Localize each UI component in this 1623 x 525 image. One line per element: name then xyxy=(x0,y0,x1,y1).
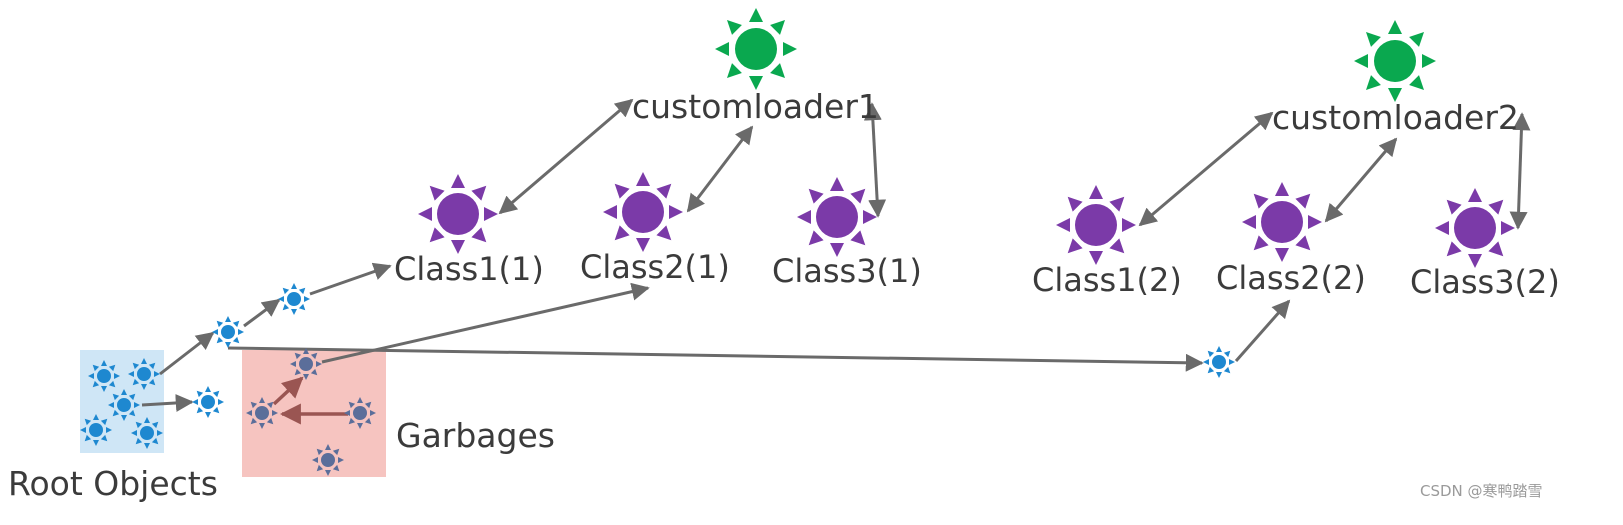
loader1-node xyxy=(715,8,797,90)
edge-root-to-obj-side xyxy=(141,393,194,412)
edge-garbage-to-class2-1 xyxy=(321,282,650,364)
edge-root-to-obj-a xyxy=(159,331,215,376)
customloader2-label: customloader2 xyxy=(1272,98,1519,137)
customloader1-label: customloader1 xyxy=(632,87,879,126)
edge-loader1-class3 xyxy=(863,102,887,218)
class3-2-label: Class3(2) xyxy=(1410,263,1560,301)
class1-2-label: Class1(2) xyxy=(1032,261,1182,299)
class2-2-label: Class2(2) xyxy=(1216,259,1366,297)
edges xyxy=(141,98,1531,412)
loader2-node xyxy=(1354,20,1436,102)
watermark: CSDN @寒鸭踏雪 xyxy=(1420,482,1543,500)
nodes xyxy=(80,8,1515,476)
live-object-node xyxy=(278,283,310,315)
live-object-node xyxy=(212,316,244,348)
edge-far-obj-to-class2-2 xyxy=(1234,299,1291,362)
root-object-node xyxy=(131,417,163,449)
edge-loader2-class1 xyxy=(1138,111,1274,227)
class1-1-node xyxy=(418,174,498,254)
edge-obj-a-to-far-obj xyxy=(227,346,1204,372)
edge-garbage-left-to-top xyxy=(272,376,304,406)
live-object-node xyxy=(192,386,224,418)
edge-loader1-class2 xyxy=(686,125,754,213)
root-object-node xyxy=(88,360,120,392)
class3-1-node xyxy=(797,177,877,257)
root-object-node xyxy=(108,389,140,421)
class2-2-node xyxy=(1242,182,1322,262)
live-object-node xyxy=(1203,346,1235,378)
edge-obj-b-to-class1 xyxy=(309,262,392,296)
root-object-node xyxy=(128,358,160,390)
class2-1-node xyxy=(603,172,683,252)
edge-loader1-class1 xyxy=(498,98,634,215)
root-object-node xyxy=(80,414,112,446)
class1-1-label: Class1(1) xyxy=(394,250,544,288)
class2-1-label: Class2(1) xyxy=(580,248,730,286)
class3-2-node xyxy=(1435,188,1515,268)
garbage-edges xyxy=(272,376,348,425)
root-objects-label: Root Objects xyxy=(8,464,218,503)
garbage-object-node xyxy=(312,444,344,476)
edge-loader2-class3 xyxy=(1509,112,1531,230)
garbage-object-node xyxy=(290,348,322,380)
class1-2-node xyxy=(1056,185,1136,265)
edge-obj-a-to-obj-b xyxy=(243,298,281,328)
class3-1-label: Class3(1) xyxy=(772,252,922,290)
garbages-label: Garbages xyxy=(396,416,555,455)
edge-loader2-class2 xyxy=(1324,137,1398,223)
garbage-object-node xyxy=(246,397,278,429)
garbage-object-node xyxy=(344,397,376,429)
